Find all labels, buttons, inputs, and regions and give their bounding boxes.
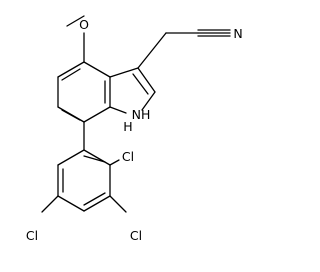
methoxy-oxygen-label: O xyxy=(79,17,89,32)
chemical-structure: O N NH H Cl Cl Cl xyxy=(0,0,254,272)
chloro-5-label: Cl xyxy=(26,228,38,243)
chloro-3-label: Cl xyxy=(130,228,142,243)
c3-c2-inner-bond xyxy=(132,73,149,95)
ar-c4-c3-bond xyxy=(83,195,111,212)
ar-c4-c3-inner-bond xyxy=(83,192,106,206)
c3a-c4-bond xyxy=(83,61,111,78)
c3-cl-bond xyxy=(109,195,127,213)
ar-c2-c1-inner-bond xyxy=(83,155,106,163)
c2-cl-bond xyxy=(109,159,120,166)
c3-ch2-bond xyxy=(137,32,167,69)
methyl-o-bond xyxy=(66,15,85,27)
c6-c7-inner-bond xyxy=(61,109,81,121)
c3a-c3-bond xyxy=(109,67,139,78)
indole-h-label: H xyxy=(123,119,132,134)
ar-c1-c6-bond xyxy=(57,149,85,166)
indole-nh-label: NH xyxy=(132,107,151,122)
c4-c5-bond xyxy=(57,61,85,78)
c3-c2-bond xyxy=(137,67,156,93)
bond-lines xyxy=(41,15,231,213)
chloro-2-label: Cl xyxy=(122,149,134,164)
background xyxy=(0,0,254,272)
n1-c7a-bond xyxy=(109,106,127,114)
c7-c7a-bond xyxy=(83,106,111,123)
c2-n1-bond xyxy=(141,91,156,111)
nitrile-nitrogen-label: N xyxy=(233,26,242,41)
ar-c5-c4-bond xyxy=(57,195,85,212)
c5-cl-bond xyxy=(41,195,59,213)
ar-c2-c1-bond xyxy=(83,149,111,166)
c4-c5-inner-bond xyxy=(61,68,81,81)
